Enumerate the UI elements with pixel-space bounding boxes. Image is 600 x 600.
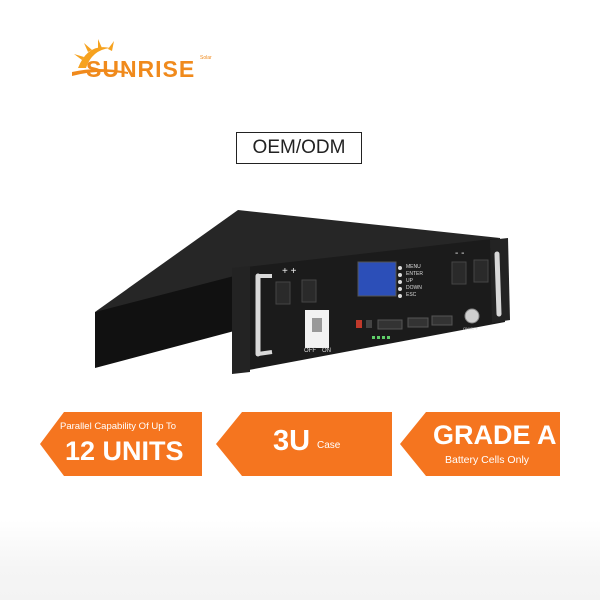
- badge1-line2: 12 UNITS: [65, 436, 184, 466]
- badge2-big: 3U: [273, 425, 311, 457]
- menu-label-enter: ENTER: [406, 271, 423, 277]
- badge3-big: GRADE A: [433, 420, 557, 450]
- badge-3u-case: 3U Case: [216, 412, 392, 476]
- breaker-on-label: ON: [322, 348, 331, 354]
- sunrise-logo-icon: [72, 39, 128, 76]
- breaker-off-label: OFF: [304, 348, 316, 354]
- oem-odm-label: OEM/ODM: [236, 132, 362, 164]
- badge2-small: Case: [317, 440, 341, 451]
- menu-button-labels: MENU ENTER UP DOWN ESC: [406, 264, 423, 299]
- menu-label-menu: MENU: [406, 264, 421, 270]
- menu-label-up: UP: [406, 278, 413, 284]
- badge-parallel-capability: Parallel Capability Of Up To 12 UNITS: [40, 412, 202, 476]
- brand-name: SUNRISE: [86, 56, 196, 82]
- badge3-small: Battery Cells Only: [445, 454, 530, 466]
- floor-background: [0, 520, 600, 600]
- right-terminal-minus-label: - -: [455, 248, 465, 259]
- badge-grade-a: GRADE A Battery Cells Only: [400, 412, 560, 476]
- brand-tagline: Solar: [200, 55, 212, 61]
- badge1-line1: Parallel Capability Of Up To: [60, 421, 176, 432]
- power-switch-label: ON/OFF: [463, 326, 479, 331]
- menu-label-down: DOWN: [406, 285, 422, 291]
- menu-label-esc: ESC: [406, 292, 417, 298]
- left-terminal-plus-label: + +: [282, 266, 297, 277]
